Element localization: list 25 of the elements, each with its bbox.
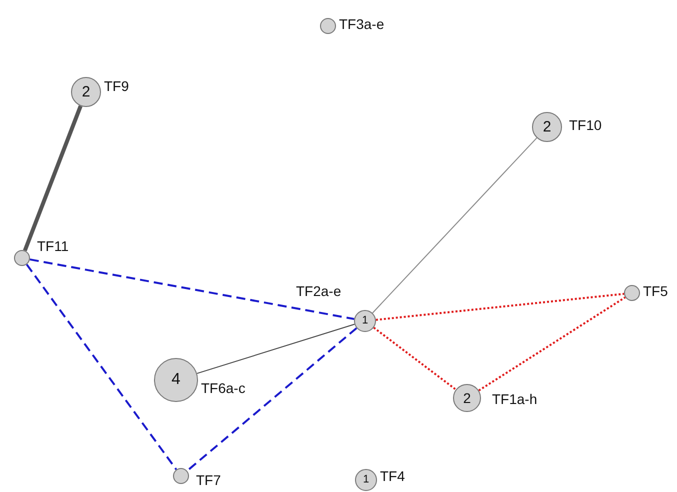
dashed-line: [26, 264, 178, 470]
node-number: 2: [542, 120, 552, 134]
node-label: TF10: [569, 118, 602, 132]
node-number: 2: [462, 391, 472, 405]
dashed-line: [186, 327, 358, 472]
node-label: TF7: [196, 473, 221, 487]
node-label: TF3a-e: [339, 17, 384, 31]
node-label: TF2a-e: [296, 284, 342, 298]
node-number: 1: [360, 316, 370, 326]
node-label: TF1a-h: [492, 392, 538, 406]
node-number: 2: [80, 84, 92, 100]
connector-line: [196, 324, 355, 374]
node-label: TF4: [380, 469, 405, 483]
node-label: TF11: [37, 239, 69, 253]
dashed-line: [376, 292, 624, 321]
node-number: 1: [362, 474, 370, 486]
node-label: TF6a-c: [201, 381, 246, 395]
connector-line: [372, 137, 538, 314]
dashed-line: [373, 326, 456, 390]
dashed-line: [478, 296, 626, 392]
node-number: 4: [170, 372, 182, 388]
thick-line: [23, 105, 82, 252]
node-label: TF5: [643, 284, 668, 298]
node-label: TF9: [104, 79, 129, 93]
dashed-line: [30, 258, 354, 320]
